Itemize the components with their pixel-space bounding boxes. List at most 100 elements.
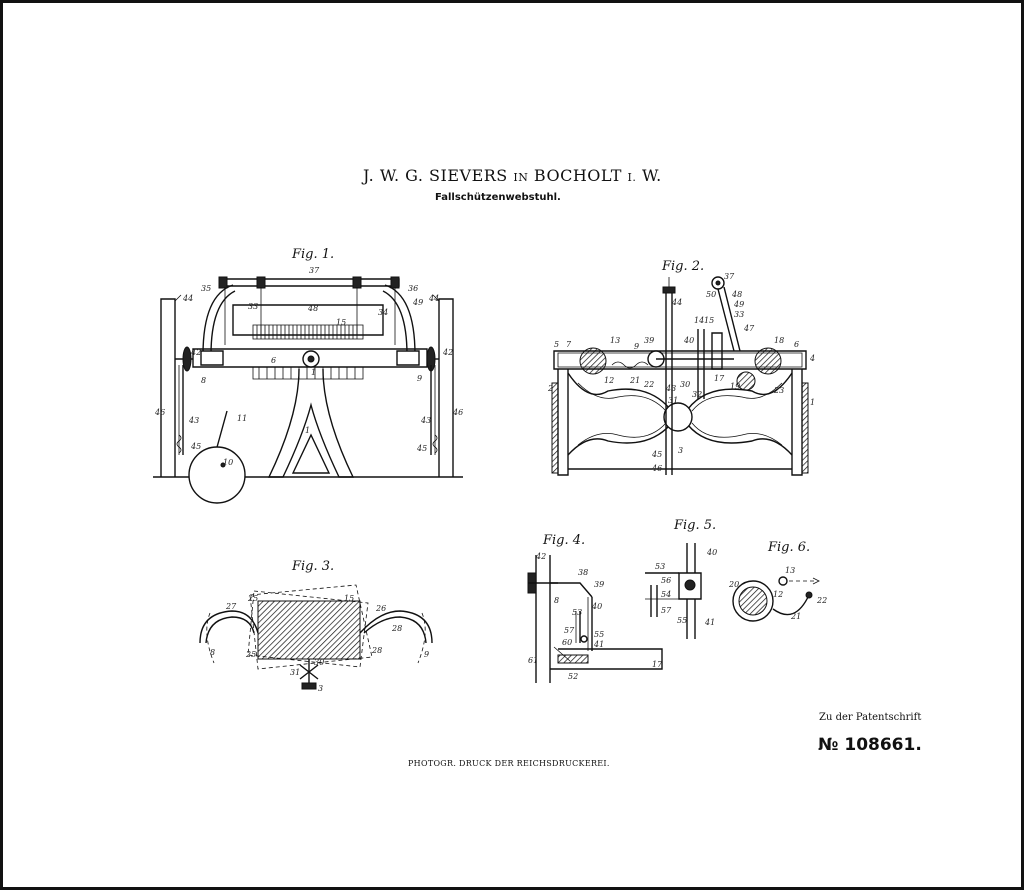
svg-text:22: 22 xyxy=(643,380,654,389)
svg-text:30: 30 xyxy=(680,380,690,389)
svg-text:45: 45 xyxy=(190,442,201,451)
patent-subtitle: Fallschützenwebstuhl. xyxy=(435,192,561,203)
svg-text:55: 55 xyxy=(594,630,604,639)
svg-text:43: 43 xyxy=(665,384,676,393)
svg-text:38: 38 xyxy=(578,568,588,577)
svg-text:12: 12 xyxy=(773,590,783,599)
svg-text:21: 21 xyxy=(629,376,640,385)
svg-text:42: 42 xyxy=(190,348,201,357)
svg-text:40: 40 xyxy=(683,336,694,345)
svg-text:4: 4 xyxy=(809,354,815,363)
svg-text:41: 41 xyxy=(593,640,604,649)
fig2-drawing: 37 50 48 49 33 47 44 5 7 13 9 39 40 14 1… xyxy=(547,272,815,485)
patent-number: № 108661. xyxy=(818,735,922,755)
svg-text:40: 40 xyxy=(591,602,602,611)
svg-text:6: 6 xyxy=(271,356,276,365)
svg-text:1: 1 xyxy=(311,368,316,377)
svg-text:50: 50 xyxy=(706,290,716,299)
svg-text:6: 6 xyxy=(794,340,799,349)
svg-text:40: 40 xyxy=(706,548,717,557)
svg-text:33: 33 xyxy=(734,310,744,319)
svg-text:26: 26 xyxy=(375,604,386,613)
patent-title: J. W. G. SIEVERS IN BOCHOLT I. W. xyxy=(363,166,662,185)
svg-text:13: 13 xyxy=(785,566,795,575)
fig3-label: Fig. 3. xyxy=(292,559,335,574)
svg-text:44: 44 xyxy=(671,298,682,307)
title-in: IN xyxy=(513,171,529,184)
svg-text:39: 39 xyxy=(594,580,604,589)
svg-text:8: 8 xyxy=(554,596,559,605)
svg-text:47: 47 xyxy=(743,324,755,333)
svg-text:1: 1 xyxy=(305,426,310,435)
svg-text:17: 17 xyxy=(714,374,725,383)
svg-text:8: 8 xyxy=(210,648,215,657)
printer-credit: PHOTOGR. DRUCK DER REICHSDRUCKEREI. xyxy=(408,759,610,768)
svg-text:41: 41 xyxy=(704,618,715,627)
patent-label: Zu der Patentschrift xyxy=(819,712,922,723)
svg-text:14: 14 xyxy=(694,316,704,325)
svg-text:31: 31 xyxy=(290,668,300,677)
svg-text:30: 30 xyxy=(314,658,324,667)
svg-text:23: 23 xyxy=(773,386,784,395)
svg-text:52: 52 xyxy=(568,672,578,681)
svg-text:45: 45 xyxy=(416,444,427,453)
fig1-reed xyxy=(253,325,363,339)
svg-text:12: 12 xyxy=(604,376,614,385)
svg-text:36: 36 xyxy=(408,284,418,293)
svg-text:25: 25 xyxy=(245,650,256,659)
svg-text:48: 48 xyxy=(731,290,742,299)
svg-text:46: 46 xyxy=(154,408,165,417)
svg-text:9: 9 xyxy=(417,374,422,383)
svg-text:31: 31 xyxy=(668,396,678,405)
svg-text:25: 25 xyxy=(247,594,258,603)
fig4-drawing: 42 38 39 40 8 53 57 55 41 60 61 52 17 xyxy=(528,552,663,686)
svg-text:35: 35 xyxy=(201,284,211,293)
svg-text:43: 43 xyxy=(188,416,199,425)
svg-text:45: 45 xyxy=(651,450,662,459)
svg-text:28: 28 xyxy=(391,624,402,633)
svg-text:34: 34 xyxy=(378,308,388,317)
svg-text:39: 39 xyxy=(644,336,654,345)
svg-text:44: 44 xyxy=(182,294,193,303)
svg-text:3: 3 xyxy=(318,684,323,693)
fig2-label: Fig. 2. xyxy=(662,259,705,274)
svg-text:15: 15 xyxy=(336,318,346,327)
svg-text:22: 22 xyxy=(816,596,827,605)
svg-text:5: 5 xyxy=(554,340,559,349)
svg-text:49: 49 xyxy=(412,298,423,307)
fig6-label: Fig. 6. xyxy=(768,540,811,555)
svg-text:49: 49 xyxy=(733,300,744,309)
svg-text:46: 46 xyxy=(651,464,662,473)
svg-text:37: 37 xyxy=(309,266,320,275)
svg-text:60: 60 xyxy=(562,638,572,647)
svg-text:9: 9 xyxy=(634,342,639,351)
svg-text:42: 42 xyxy=(535,552,546,561)
svg-text:56: 56 xyxy=(661,576,671,585)
svg-text:15: 15 xyxy=(704,316,714,325)
svg-text:53: 53 xyxy=(655,562,665,571)
svg-text:32: 32 xyxy=(692,390,702,399)
svg-text:3: 3 xyxy=(678,446,683,455)
title-i: I. xyxy=(627,171,637,184)
svg-text:61: 61 xyxy=(528,656,538,665)
svg-text:8: 8 xyxy=(201,376,206,385)
svg-text:48: 48 xyxy=(307,304,318,313)
svg-text:43: 43 xyxy=(420,416,431,425)
svg-text:7: 7 xyxy=(566,340,572,349)
fig6-drawing: 13 20 12 22 21 xyxy=(728,566,827,625)
svg-text:42: 42 xyxy=(442,348,453,357)
fig1-label: Fig. 1. xyxy=(292,247,335,262)
svg-text:10: 10 xyxy=(223,458,233,467)
svg-text:9: 9 xyxy=(424,650,429,659)
svg-text:13: 13 xyxy=(610,336,620,345)
title-w: W. xyxy=(641,166,662,185)
fig4-label: Fig. 4. xyxy=(543,533,586,548)
svg-text:15: 15 xyxy=(344,594,354,603)
svg-text:18: 18 xyxy=(774,336,784,345)
svg-text:57: 57 xyxy=(661,606,672,615)
svg-text:57: 57 xyxy=(564,626,575,635)
svg-text:46: 46 xyxy=(452,408,463,417)
svg-text:27: 27 xyxy=(225,602,237,611)
svg-text:17: 17 xyxy=(652,660,663,669)
